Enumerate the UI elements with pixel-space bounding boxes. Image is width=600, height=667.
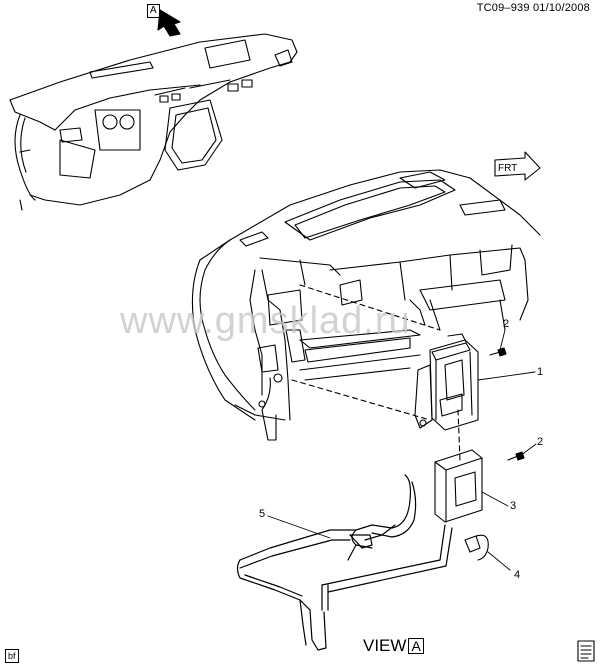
callout-3: 3	[510, 500, 517, 512]
dash-overview	[9, 33, 298, 211]
view-label-text: VIEW	[363, 636, 407, 655]
view-a-arrow	[157, 9, 181, 37]
control-module	[434, 449, 483, 523]
wiring-harness	[236, 474, 453, 651]
document-icon	[577, 640, 595, 662]
instrument-panel-main	[191, 169, 541, 441]
callout-2-lower: 2	[537, 436, 544, 448]
view-label-letter: A	[408, 638, 424, 654]
callout-2-upper: 2	[503, 318, 510, 330]
callout-4: 4	[514, 569, 521, 581]
view-a-marker: A	[147, 4, 160, 18]
front-label: FRT	[498, 163, 518, 174]
callout-1: 1	[537, 366, 544, 378]
corner-tag: bf	[5, 649, 19, 663]
connector	[464, 534, 489, 561]
module-bracket	[414, 333, 479, 431]
document-id: TC09–939 01/10/2008	[476, 2, 590, 14]
callout-5: 5	[259, 508, 266, 520]
leader-lines	[291, 284, 461, 461]
screw-upper	[489, 347, 507, 357]
screw-lower	[507, 451, 525, 461]
view-label: VIEW A	[363, 636, 424, 656]
callout-leaders	[267, 329, 537, 571]
watermark: www.gmsklad.ru	[120, 300, 411, 342]
front-arrow	[494, 151, 541, 181]
